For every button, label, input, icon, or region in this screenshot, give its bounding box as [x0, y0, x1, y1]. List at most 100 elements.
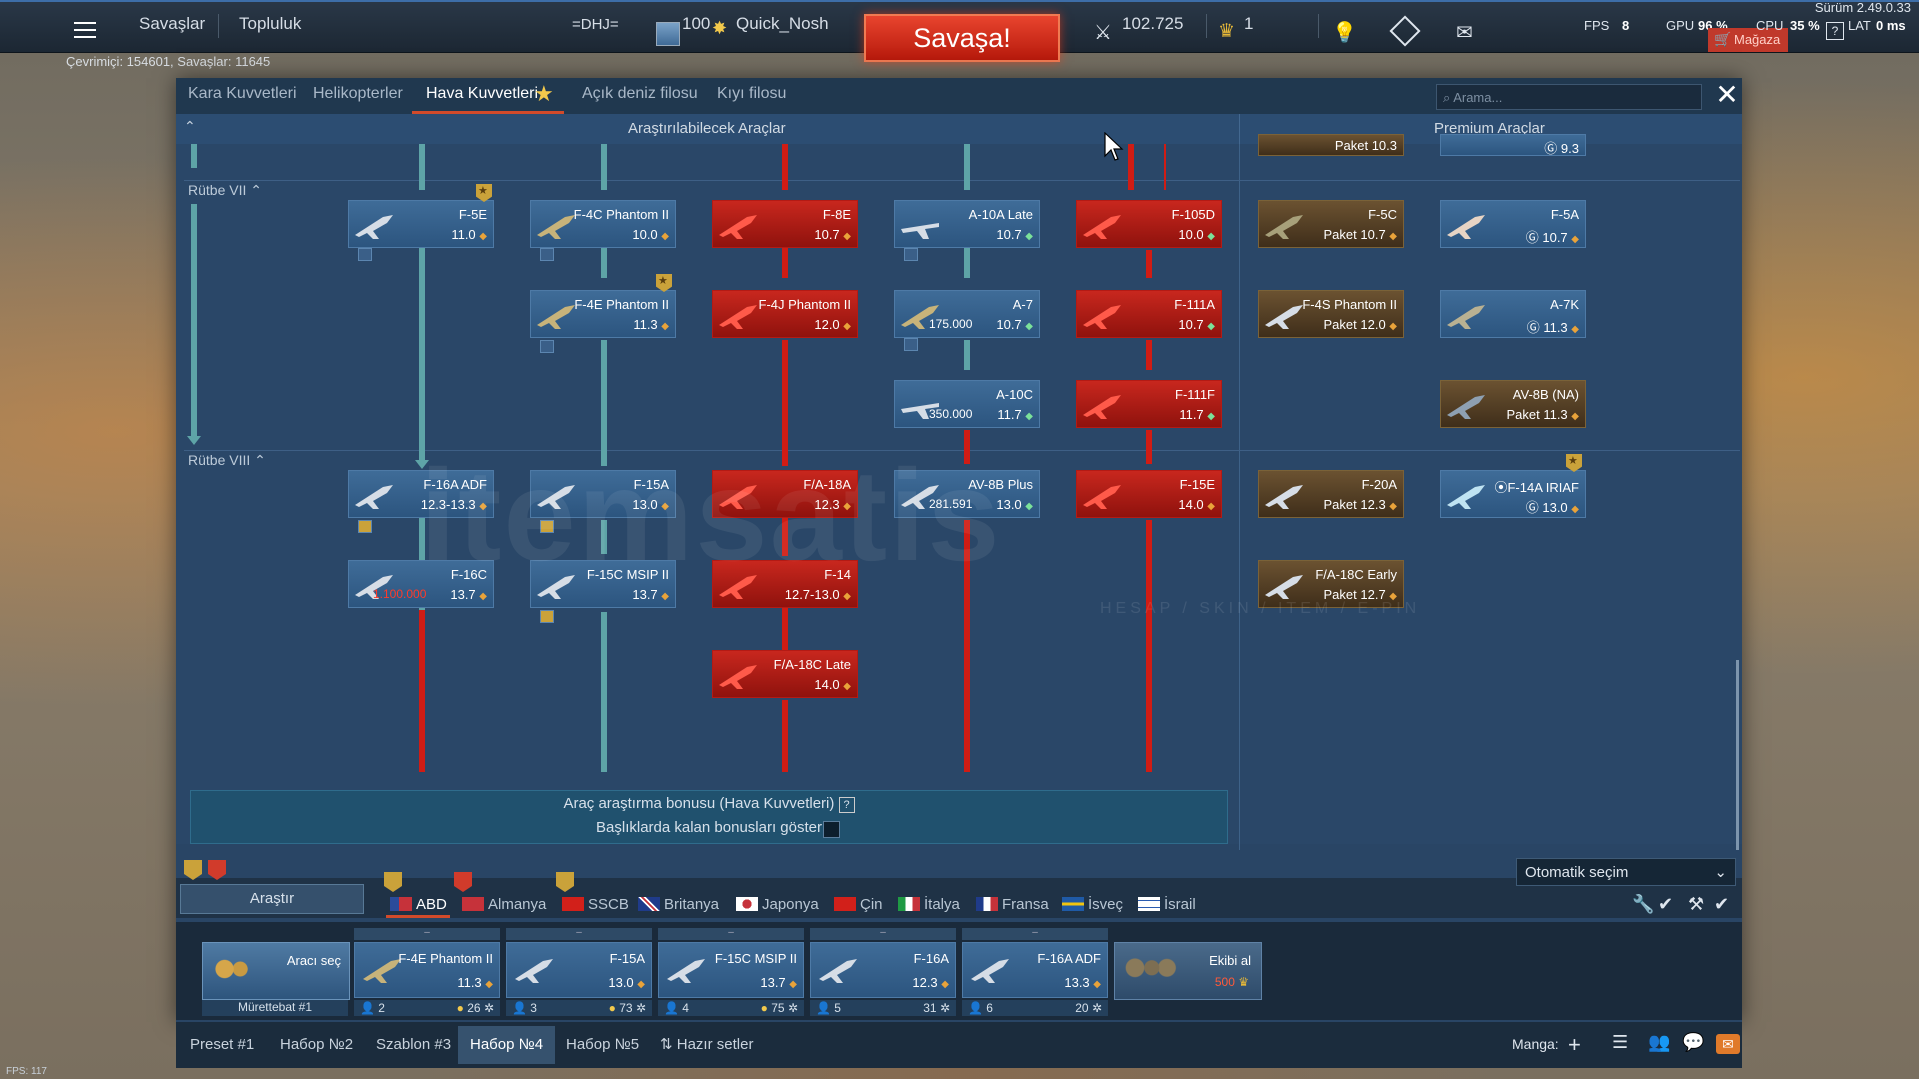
- vehicle-card-f15c-msip[interactable]: F-15C MSIP II 13.7 ◆: [530, 560, 676, 608]
- jet-icon: [667, 959, 705, 983]
- list-icon[interactable]: ☰: [1612, 1032, 1629, 1052]
- vehicle-card-a7[interactable]: A-7 175.000 10.7 ◆: [894, 290, 1040, 338]
- fps-value: 8: [1622, 18, 1630, 33]
- preset-tab-5[interactable]: Набор №5: [566, 1036, 640, 1053]
- help-icon[interactable]: ?: [838, 797, 855, 813]
- vehicle-card-fa18a[interactable]: F/A-18A 12.3 ◆: [712, 470, 858, 518]
- squadron-tag[interactable]: =DHJ=: [572, 16, 619, 33]
- nation-tab-italy[interactable]: İtalya: [898, 896, 960, 913]
- shop-button[interactable]: 🛒 Mağaza: [1708, 28, 1788, 52]
- tab-coastal-fleet[interactable]: Kıyı filosu: [717, 85, 787, 102]
- nation-tab-sweden[interactable]: İsveç: [1062, 896, 1123, 913]
- nation-tab-china[interactable]: Çin: [834, 896, 883, 913]
- golden-eagles-value[interactable]: 1: [1244, 14, 1254, 33]
- crew-slot[interactable]: – F-15C MSIP II 13.7 ◆ 👤 4● 75 ✲: [658, 928, 804, 1016]
- collapse-up-icon[interactable]: ⌃: [184, 118, 196, 134]
- vehicle-card-fa18c-early[interactable]: F/A-18C Early Paket 12.7 ◆: [1258, 560, 1404, 608]
- vehicle-card-a10a-late[interactable]: A-10A Late 10.7 ◆: [894, 200, 1040, 248]
- vehicle-card-a7k[interactable]: A-7K Ⓖ 11.3 ◆: [1440, 290, 1586, 338]
- vehicle-card-f4c[interactable]: F-4C Phantom II 10.0 ◆: [530, 200, 676, 248]
- show-bonus-checkbox[interactable]: [823, 821, 840, 838]
- rank-8-label[interactable]: Rütbe VIII ⌃: [188, 452, 266, 468]
- vehicle-card-f5c[interactable]: F-5C Paket 10.7 ◆: [1258, 200, 1404, 248]
- auto-selection-dropdown[interactable]: Otomatik seçim⌄: [1516, 858, 1736, 886]
- tab-aviation[interactable]: Hava Kuvvetleri: [426, 85, 539, 102]
- lightbulb-icon[interactable]: 💡: [1332, 22, 1357, 44]
- vehicle-card-premium-top-1[interactable]: Paket 10.3: [1258, 134, 1404, 156]
- mail-icon[interactable]: ✉: [1716, 1034, 1740, 1054]
- get-crew-cost: 500 ♛: [1214, 975, 1249, 989]
- nation-tab-ussr[interactable]: SSCB: [562, 896, 629, 913]
- vehicle-card-f105d[interactable]: F-105D 10.0 ◆: [1076, 200, 1222, 248]
- check-icon[interactable]: ✔: [1658, 894, 1674, 914]
- vehicle-card-f111a[interactable]: F-111A 10.7 ◆: [1076, 290, 1222, 338]
- hamburger-icon[interactable]: [74, 22, 96, 38]
- jet-icon: [901, 305, 939, 329]
- crew-slot[interactable]: – F-4E Phantom II 11.3 ◆ 👤 2● 26 ✲: [354, 928, 500, 1016]
- vehicle-card-f4e[interactable]: F-4E Phantom II 11.3 ◆: [530, 290, 676, 338]
- vehicle-card-f14a-iriaf[interactable]: ⦿F-14A IRIAF Ⓖ 13.0 ◆: [1440, 470, 1586, 518]
- avatar[interactable]: [656, 22, 680, 46]
- vehicle-card-av8b-na[interactable]: AV-8B (NA) Paket 11.3 ◆: [1440, 380, 1586, 428]
- jet-icon: [355, 485, 393, 509]
- research-badge-icon: [208, 860, 226, 880]
- vehicle-card-f15e[interactable]: F-15E 14.0 ◆: [1076, 470, 1222, 518]
- coupon-icon[interactable]: ✉: [1456, 22, 1473, 44]
- nation-tab-germany[interactable]: Almanya: [462, 896, 546, 913]
- crew-slot[interactable]: – F-15A 13.0 ◆ 👤 3● 73 ✲: [506, 928, 652, 1016]
- select-vehicle-button[interactable]: Aracı seç: [202, 942, 350, 1000]
- ready-presets-button[interactable]: ⇅ Hazır setler: [660, 1036, 754, 1053]
- repair-all-icon[interactable]: ⚒: [1688, 894, 1705, 914]
- nation-tab-israel[interactable]: İsrail: [1138, 896, 1196, 913]
- cpu-value: 35 %: [1790, 18, 1820, 33]
- vehicle-card-premium-top-2[interactable]: Ⓖ 9.3: [1440, 134, 1586, 156]
- vehicle-card-f5a[interactable]: F-5A Ⓖ 10.7 ◆: [1440, 200, 1586, 248]
- nation-tab-japan[interactable]: Japonya: [736, 896, 819, 913]
- battle-button[interactable]: Savaşa!: [864, 14, 1060, 62]
- preset-tab-4[interactable]: Набор №4: [458, 1026, 556, 1064]
- search-input[interactable]: ⌕ Arama...: [1436, 84, 1702, 110]
- battles-menu[interactable]: Savaşlar: [139, 14, 206, 33]
- check-icon[interactable]: ✔: [1714, 894, 1730, 914]
- nation-tab-britain[interactable]: Britanya: [638, 896, 719, 913]
- close-icon[interactable]: ✕: [1715, 79, 1739, 110]
- help-icon[interactable]: ?: [1826, 22, 1844, 40]
- active-tab-indicator: [412, 111, 564, 114]
- community-menu[interactable]: Topluluk: [239, 14, 302, 33]
- nation-badge-icon: [556, 872, 574, 892]
- player-nickname[interactable]: Quick_Nosh: [736, 14, 829, 33]
- vehicle-card-f16c[interactable]: F-16C 1.100.000 13.7 ◆: [348, 560, 494, 608]
- vehicle-card-f20a[interactable]: F-20A Paket 12.3 ◆: [1258, 470, 1404, 518]
- vehicle-card-fa18c-late[interactable]: F/A-18C Late 14.0 ◆: [712, 650, 858, 698]
- tab-helicopters[interactable]: Helikopterler: [313, 85, 403, 102]
- vehicle-card-a10c[interactable]: A-10C 350.000 11.7 ◆: [894, 380, 1040, 428]
- tab-bluewater-fleet[interactable]: Açık deniz filosu: [582, 85, 698, 102]
- vehicle-card-f111f[interactable]: F-111F 11.7 ◆: [1076, 380, 1222, 428]
- rank-7-label[interactable]: Rütbe VII ⌃: [188, 182, 262, 198]
- preset-tab-1[interactable]: Preset #1: [190, 1036, 255, 1053]
- tab-ground-forces[interactable]: Kara Kuvvetleri: [188, 85, 297, 102]
- get-crew-button[interactable]: Ekibi al 500 ♛: [1114, 942, 1262, 1000]
- friends-icon[interactable]: 👥: [1648, 1032, 1671, 1052]
- vehicle-card-f4s[interactable]: F-4S Phantom II Paket 12.0 ◆: [1258, 290, 1404, 338]
- vehicle-card-f5e[interactable]: F-5E 11.0 ◆: [348, 200, 494, 248]
- vehicle-card-f8e[interactable]: F-8E 10.7 ◆: [712, 200, 858, 248]
- wrench-icon[interactable]: 🔧: [1632, 894, 1655, 914]
- jet-icon: [1083, 395, 1121, 419]
- research-dropdown[interactable]: Araştır: [180, 884, 364, 914]
- nation-tab-france[interactable]: Fransa: [976, 896, 1049, 913]
- jet-icon: [719, 575, 757, 599]
- preset-tab-2[interactable]: Набор №2: [280, 1036, 354, 1053]
- nation-tab-usa[interactable]: ABD: [390, 896, 447, 913]
- vehicle-card-f4j[interactable]: F-4J Phantom II 12.0 ◆: [712, 290, 858, 338]
- plus-icon[interactable]: +: [1568, 1032, 1581, 1057]
- silver-lions-value[interactable]: 102.725: [1122, 14, 1184, 33]
- vehicle-card-f14[interactable]: F-14 12.7-13.0 ◆: [712, 560, 858, 608]
- vehicle-card-f16a-adf[interactable]: F-16A ADF 12.3-13.3 ◆: [348, 470, 494, 518]
- vehicle-card-av8b-plus[interactable]: AV-8B Plus 281.591 13.0 ◆: [894, 470, 1040, 518]
- preset-tab-3[interactable]: Szablon #3: [376, 1036, 452, 1053]
- vehicle-card-f15a[interactable]: F-15A 13.0 ◆: [530, 470, 676, 518]
- chat-icon[interactable]: 💬: [1682, 1032, 1705, 1052]
